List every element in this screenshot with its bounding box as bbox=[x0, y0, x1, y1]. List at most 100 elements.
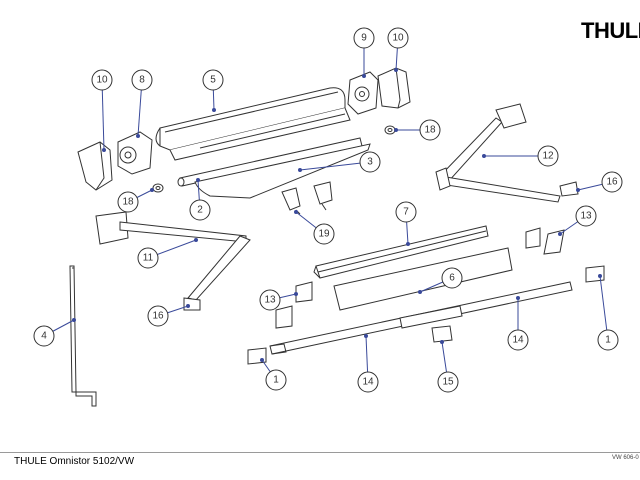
callout-number-1: 1 bbox=[605, 335, 611, 346]
callout-arrowhead-1 bbox=[598, 274, 602, 278]
callout-circle-16 bbox=[601, 171, 623, 193]
callout-arrowhead-3 bbox=[298, 168, 302, 172]
callout-arrowhead-13 bbox=[294, 292, 298, 296]
callout-circle-12 bbox=[537, 145, 559, 167]
callout-circle-13 bbox=[259, 289, 281, 311]
callout-number-14: 14 bbox=[362, 377, 374, 388]
part-cassette-housing bbox=[155, 87, 351, 161]
callout-arrowhead-13 bbox=[558, 232, 562, 236]
callout-circle-3 bbox=[359, 151, 381, 173]
callout-arrowhead-5 bbox=[212, 108, 216, 112]
callout-arrowhead-12 bbox=[482, 154, 486, 158]
callout-arrowhead-8 bbox=[136, 134, 140, 138]
callout-circle-1 bbox=[265, 369, 287, 391]
callout-arrowhead-19 bbox=[294, 210, 298, 214]
callout-arrowhead-10 bbox=[102, 148, 106, 152]
part-washer-left bbox=[152, 183, 164, 193]
callout-circle-19 bbox=[313, 223, 335, 245]
footer-divider bbox=[0, 452, 640, 453]
callout-arrowhead-1 bbox=[260, 358, 264, 362]
callout-circle-4 bbox=[33, 325, 55, 347]
part-valance bbox=[333, 247, 513, 311]
callout-circle-14 bbox=[507, 329, 529, 351]
callout-number-8: 8 bbox=[139, 75, 145, 86]
callout-circle-7 bbox=[395, 201, 417, 223]
callout-number-12: 12 bbox=[542, 151, 554, 162]
callout-circle-1 bbox=[597, 329, 619, 351]
callout-number-6: 6 bbox=[449, 273, 455, 284]
part-telescopic-leg-rail bbox=[269, 281, 573, 355]
callout-arrowhead-6 bbox=[418, 290, 422, 294]
callout-number-5: 5 bbox=[210, 75, 216, 86]
callout-number-11: 11 bbox=[143, 253, 154, 264]
callout-number-3: 3 bbox=[367, 157, 373, 168]
callout-circle-9 bbox=[353, 27, 375, 49]
callout-number-10: 10 bbox=[96, 75, 108, 86]
callout-arrowhead-11 bbox=[194, 238, 198, 242]
callout-circle-18 bbox=[117, 191, 139, 213]
part-gear-mechanism-right bbox=[347, 71, 379, 115]
callout-leader-3 bbox=[299, 161, 371, 171]
callout-number-2: 2 bbox=[197, 205, 203, 216]
callout-arrowhead-2 bbox=[196, 178, 200, 182]
callout-arrowhead-16 bbox=[576, 188, 580, 192]
callout-circle-5 bbox=[202, 69, 224, 91]
callout-arrowhead-9 bbox=[362, 74, 366, 78]
callout-arrowhead-10 bbox=[394, 68, 398, 72]
callout-number-13: 13 bbox=[264, 295, 276, 306]
callout-circle-15 bbox=[437, 371, 459, 393]
part-bracket-set-left bbox=[275, 281, 313, 329]
part-arm-upper-right bbox=[435, 103, 561, 203]
callout-circle-11 bbox=[137, 247, 159, 269]
part-end-piece-right bbox=[585, 265, 605, 283]
footer-code: VW 606-0 bbox=[612, 455, 639, 461]
callout-circle-6 bbox=[441, 267, 463, 289]
callout-leader-1 bbox=[599, 275, 609, 341]
callout-number-4: 4 bbox=[41, 331, 47, 342]
callout-arrowhead-14 bbox=[516, 296, 520, 300]
callout-circle-14 bbox=[357, 371, 379, 393]
callout-arrowhead-16 bbox=[186, 304, 190, 308]
callout-circle-10 bbox=[91, 69, 113, 91]
callout-circle-13 bbox=[575, 205, 597, 227]
part-washer-right bbox=[384, 125, 396, 135]
callout-number-10: 10 bbox=[392, 33, 404, 44]
callout-circle-18 bbox=[419, 119, 441, 141]
part-front-profile bbox=[313, 225, 489, 279]
callout-number-13: 13 bbox=[580, 211, 592, 222]
callout-circle-2 bbox=[189, 199, 211, 221]
thule-logo: THULE bbox=[581, 18, 640, 43]
part-clip-right bbox=[559, 181, 579, 197]
part-brackets-pair bbox=[281, 181, 333, 215]
callout-arrowhead-18 bbox=[394, 128, 398, 132]
part-end-cap-left bbox=[77, 141, 113, 191]
callout-number-1: 1 bbox=[273, 375, 279, 386]
callout-number-16: 16 bbox=[606, 177, 618, 188]
callout-number-15: 15 bbox=[442, 377, 454, 388]
callout-arrowhead-7 bbox=[406, 242, 410, 246]
callout-number-16: 16 bbox=[152, 311, 164, 322]
part-bracket-set-right bbox=[525, 227, 565, 255]
part-arm-left bbox=[95, 211, 251, 311]
callout-number-9: 9 bbox=[361, 33, 367, 44]
callout-number-18: 18 bbox=[122, 197, 134, 208]
footer-title: THULE Omnistor 5102/VW bbox=[14, 456, 135, 467]
callout-number-19: 19 bbox=[318, 229, 330, 240]
callout-circle-8 bbox=[131, 69, 153, 91]
callout-arrowhead-18 bbox=[150, 188, 154, 192]
callout-leader-10 bbox=[101, 79, 105, 151]
callout-arrowhead-15 bbox=[440, 340, 444, 344]
callout-number-18: 18 bbox=[424, 125, 436, 136]
part-gear-mechanism-left bbox=[117, 131, 153, 175]
callout-arrowhead-14 bbox=[364, 334, 368, 338]
callout-arrowhead-4 bbox=[72, 318, 76, 322]
callout-circle-16 bbox=[147, 305, 169, 327]
part-crank-handle bbox=[69, 265, 97, 407]
part-clip bbox=[431, 325, 453, 343]
part-fabric bbox=[194, 143, 371, 199]
callout-circle-10 bbox=[387, 27, 409, 49]
callout-number-14: 14 bbox=[512, 335, 524, 346]
part-end-cap-right bbox=[377, 67, 411, 109]
callout-number-7: 7 bbox=[403, 207, 409, 218]
